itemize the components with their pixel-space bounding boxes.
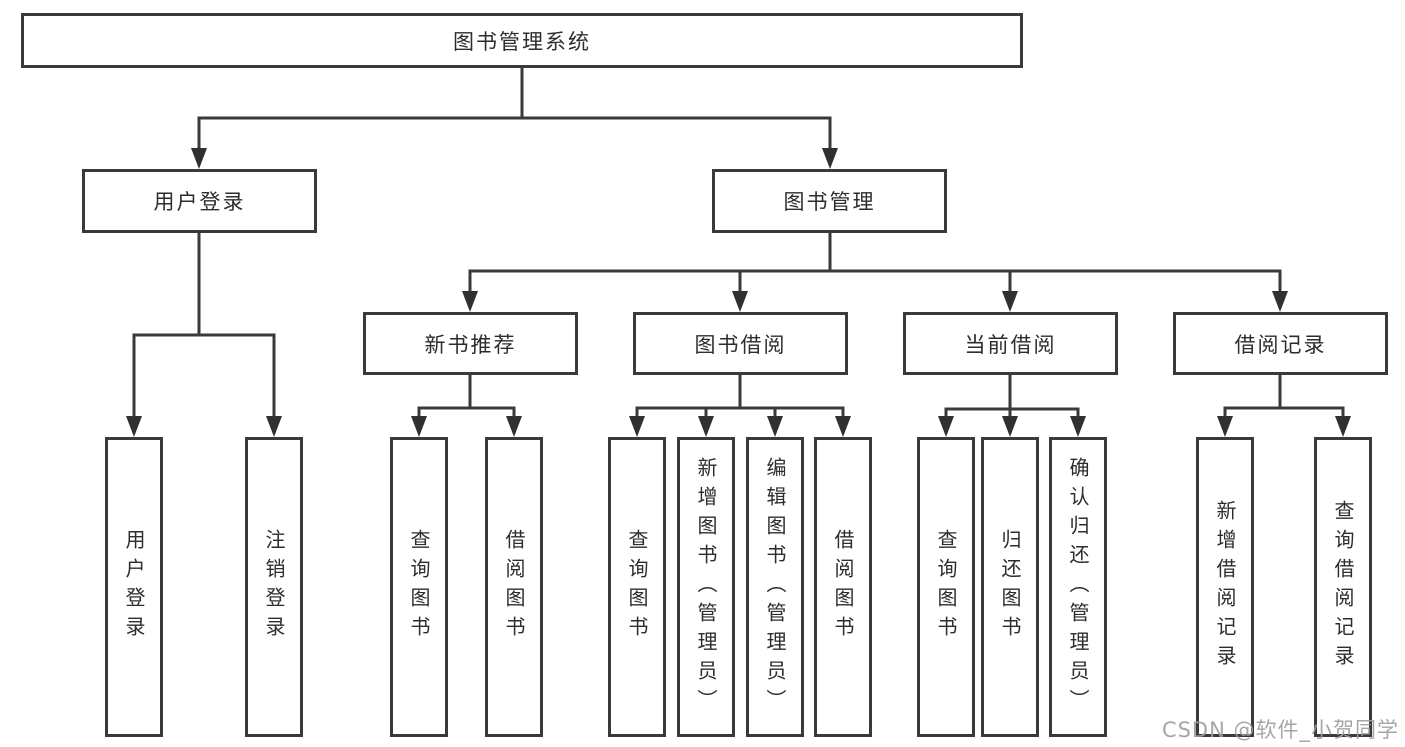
- leaf-records-add-record-label: 新增借阅记录: [1213, 500, 1237, 674]
- wire-current-to-leaves: [944, 375, 1080, 420]
- leaf-logout: 注销登录: [245, 437, 303, 737]
- leaf-recommend-query-books-label: 查询图书: [407, 529, 431, 645]
- leaf-borrow-edit-books: 编辑图书（管理员）: [746, 437, 804, 737]
- node-new-book-recommend: 新书推荐: [363, 312, 578, 375]
- leaf-borrow-query-books-label: 查询图书: [625, 529, 649, 645]
- wire-bookmgmt-to-level2: [468, 233, 1282, 295]
- node-current-borrow: 当前借阅: [903, 312, 1118, 375]
- leaf-current-return-books-label: 归还图书: [998, 529, 1022, 645]
- node-book-management: 图书管理: [712, 169, 947, 233]
- node-borrow-records: 借阅记录: [1173, 312, 1388, 375]
- leaf-current-query-books-label: 查询图书: [934, 529, 958, 645]
- leaf-records-add-record: 新增借阅记录: [1196, 437, 1254, 737]
- leaf-recommend-query-books: 查询图书: [390, 437, 448, 737]
- node-user-login: 用户登录: [82, 169, 317, 233]
- wire-records-to-leaves: [1223, 375, 1345, 420]
- wire-root-to-level1: [197, 68, 832, 152]
- arrowheads: [126, 148, 1351, 437]
- leaf-borrow-borrow-books-label: 借阅图书: [831, 529, 855, 645]
- leaf-current-return-books: 归还图书: [981, 437, 1039, 737]
- leaf-recommend-borrow-books-label: 借阅图书: [502, 529, 526, 645]
- wire-userlogin-to-leaves: [132, 233, 276, 420]
- leaf-current-confirm-return: 确认归还（管理员）: [1049, 437, 1107, 737]
- leaf-user-login-label: 用户登录: [122, 529, 146, 645]
- csdn-watermark: CSDN @软件_小贺同学: [1161, 718, 1399, 742]
- wire-borrow-to-leaves: [635, 375, 845, 420]
- leaf-borrow-add-books: 新增图书（管理员）: [677, 437, 735, 737]
- leaf-user-login: 用户登录: [105, 437, 163, 737]
- node-root-system: 图书管理系统: [21, 13, 1023, 68]
- leaf-current-confirm-return-label: 确认归还（管理员）: [1066, 456, 1090, 718]
- leaf-records-query-record-label: 查询借阅记录: [1331, 500, 1355, 674]
- leaf-recommend-borrow-books: 借阅图书: [485, 437, 543, 737]
- leaf-borrow-edit-books-label: 编辑图书（管理员）: [763, 456, 787, 718]
- node-book-borrow: 图书借阅: [633, 312, 848, 375]
- leaf-borrow-query-books: 查询图书: [608, 437, 666, 737]
- wire-recommend-to-leaves: [417, 375, 516, 420]
- leaf-borrow-borrow-books: 借阅图书: [814, 437, 872, 737]
- leaf-current-query-books: 查询图书: [917, 437, 975, 737]
- leaf-logout-label: 注销登录: [262, 529, 286, 645]
- leaf-borrow-add-books-label: 新增图书（管理员）: [694, 456, 718, 718]
- leaf-records-query-record: 查询借阅记录: [1314, 437, 1372, 737]
